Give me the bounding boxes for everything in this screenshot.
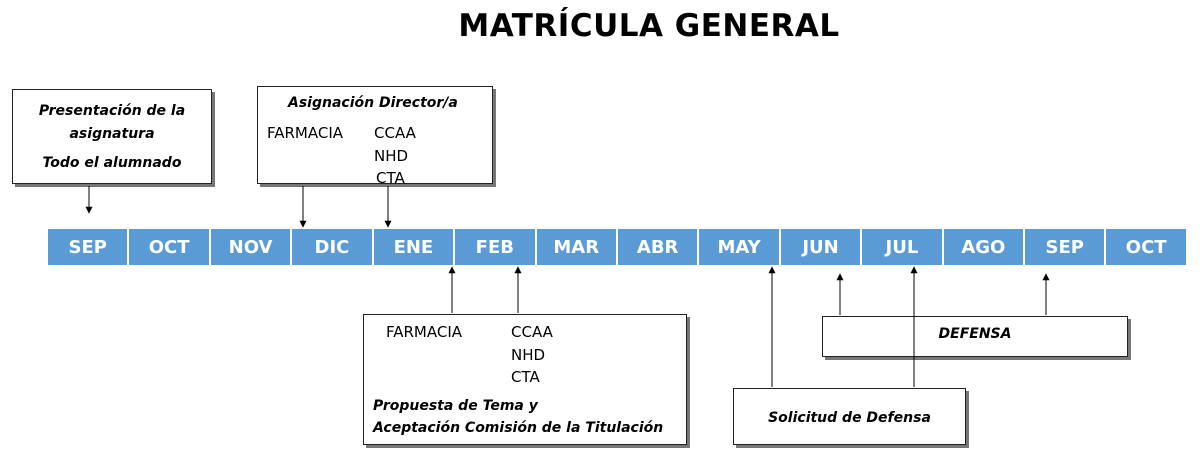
month-nov-2: NOV — [211, 229, 293, 265]
propuesta-item-ccaa: CCAA — [511, 323, 553, 341]
presentacion-line3: Todo el alumnado — [42, 155, 182, 171]
asignacion-farmacia: FARMACIA — [267, 124, 344, 142]
month-jun-9: JUN — [781, 229, 863, 265]
asignacion-title: Asignación Director/a — [288, 95, 458, 111]
month-oct-1: OCT — [129, 229, 211, 265]
propuesta-farmacia: FARMACIA — [386, 323, 463, 341]
month-feb-5: FEB — [455, 229, 537, 265]
defensa-box: DEFENSA — [822, 316, 1128, 357]
propuesta-item-cta: CTA — [511, 368, 540, 386]
propuesta-box: FARMACIA CCAA NHD CTA Propuesta de Tema … — [363, 314, 687, 445]
presentacion-box: Presentación de la asignatura Todo el al… — [12, 89, 212, 184]
solicitud-label: Solicitud de Defensa — [768, 410, 931, 426]
asignacion-box: Asignación Director/a FARMACIA CCAA NHD … — [257, 86, 493, 187]
month-mar-6: MAR — [537, 229, 618, 265]
month-jul-10: JUL — [862, 229, 944, 265]
asignacion-item-cta: CTA — [376, 169, 405, 187]
month-abr-7: ABR — [618, 229, 700, 265]
asignacion-item-ccaa: CCAA — [374, 124, 416, 142]
month-sep-12: SEP — [1025, 229, 1107, 265]
propuesta-line1: Propuesta de Tema y — [373, 398, 538, 414]
month-dic-3: DIC — [292, 229, 374, 265]
solicitud-box: Solicitud de Defensa — [733, 388, 966, 445]
propuesta-item-nhd: NHD — [511, 346, 546, 364]
month-sep-0: SEP — [48, 229, 130, 265]
defensa-label: DEFENSA — [938, 326, 1012, 342]
presentacion-line1: Presentación de la — [38, 103, 186, 119]
month-ago-11: AGO — [944, 229, 1026, 265]
month-may-8: MAY — [699, 229, 781, 265]
month-oct-13: OCT — [1125, 236, 1167, 258]
page-title: MATRÍCULA GENERAL — [458, 8, 840, 44]
asignacion-item-nhd: NHD — [374, 147, 409, 165]
propuesta-line2: Aceptación Comisión de la Titulación — [373, 420, 664, 436]
month-ene-4: ENE — [374, 229, 456, 265]
presentacion-line2: asignatura — [69, 126, 155, 142]
